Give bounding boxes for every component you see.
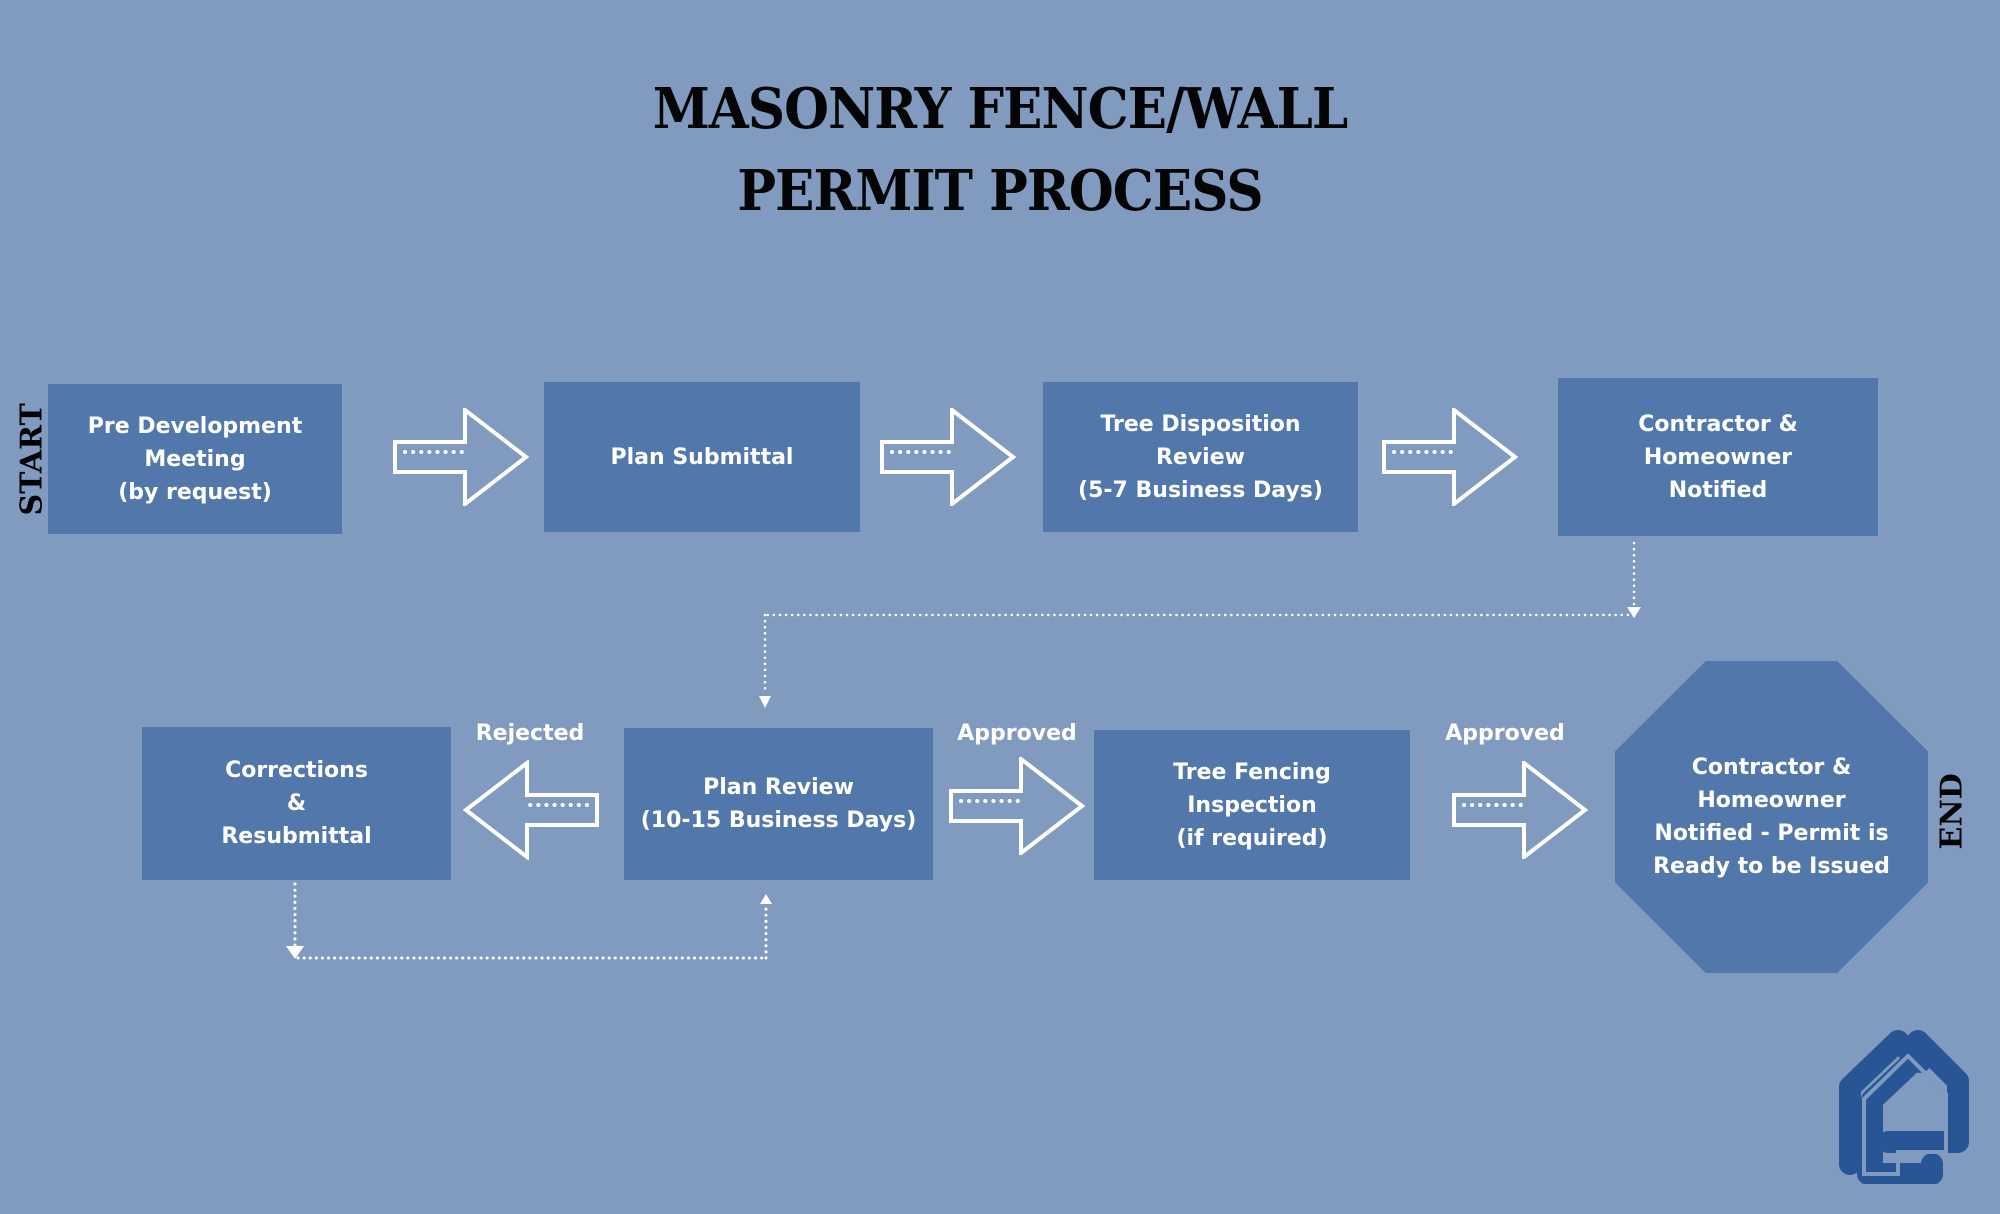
- step-corrections-resubmittal: Corrections & Resubmittal: [142, 727, 451, 880]
- step-plan-submittal: Plan Submittal: [544, 382, 860, 532]
- step-tree-disposition-review: Tree Disposition Review (5-7 Business Da…: [1043, 382, 1358, 532]
- arrow-left-icon-rejected: [466, 763, 597, 857]
- step-pre-development-meeting: Pre Development Meeting (by request): [48, 384, 342, 534]
- step-plan-review: Plan Review (10-15 Business Days): [624, 728, 933, 880]
- approved-label-1: Approved: [957, 721, 1077, 746]
- connector-arrowhead-down-2: [759, 696, 771, 708]
- arrow-right-icon-1: [393, 408, 528, 506]
- house-logo-icon: [1839, 1030, 1969, 1184]
- arrow-right-icon-approved-1: [949, 757, 1084, 855]
- arrow-right-icon-2: [880, 408, 1015, 506]
- connector-arrowhead-up: [760, 894, 772, 904]
- dotted-connector-to-plan-review: [763, 541, 1636, 696]
- connector-arrowhead-down-1: [1627, 607, 1641, 618]
- page-title-line-1: MASONRY FENCE/WALL: [652, 76, 1349, 142]
- start-label: START: [14, 403, 50, 516]
- connector-arrowhead-down-3: [286, 946, 304, 959]
- end-label: END: [1934, 773, 1970, 850]
- arrow-right-icon-3: [1382, 408, 1517, 506]
- step-tree-fencing-inspection: Tree Fencing Inspection (if required): [1094, 730, 1410, 880]
- step-permit-ready-octagon: Contractor & Homeowner Notified - Permit…: [1615, 661, 1928, 973]
- step-contractor-homeowner-notified: Contractor & Homeowner Notified: [1558, 378, 1878, 536]
- approved-label-2: Approved: [1445, 721, 1565, 746]
- dotted-connector-resubmittal-loop: [293, 882, 768, 960]
- arrow-right-icon-approved-2: [1452, 761, 1587, 859]
- rejected-label: Rejected: [475, 721, 585, 746]
- page-title-line-2: PERMIT PROCESS: [737, 158, 1263, 224]
